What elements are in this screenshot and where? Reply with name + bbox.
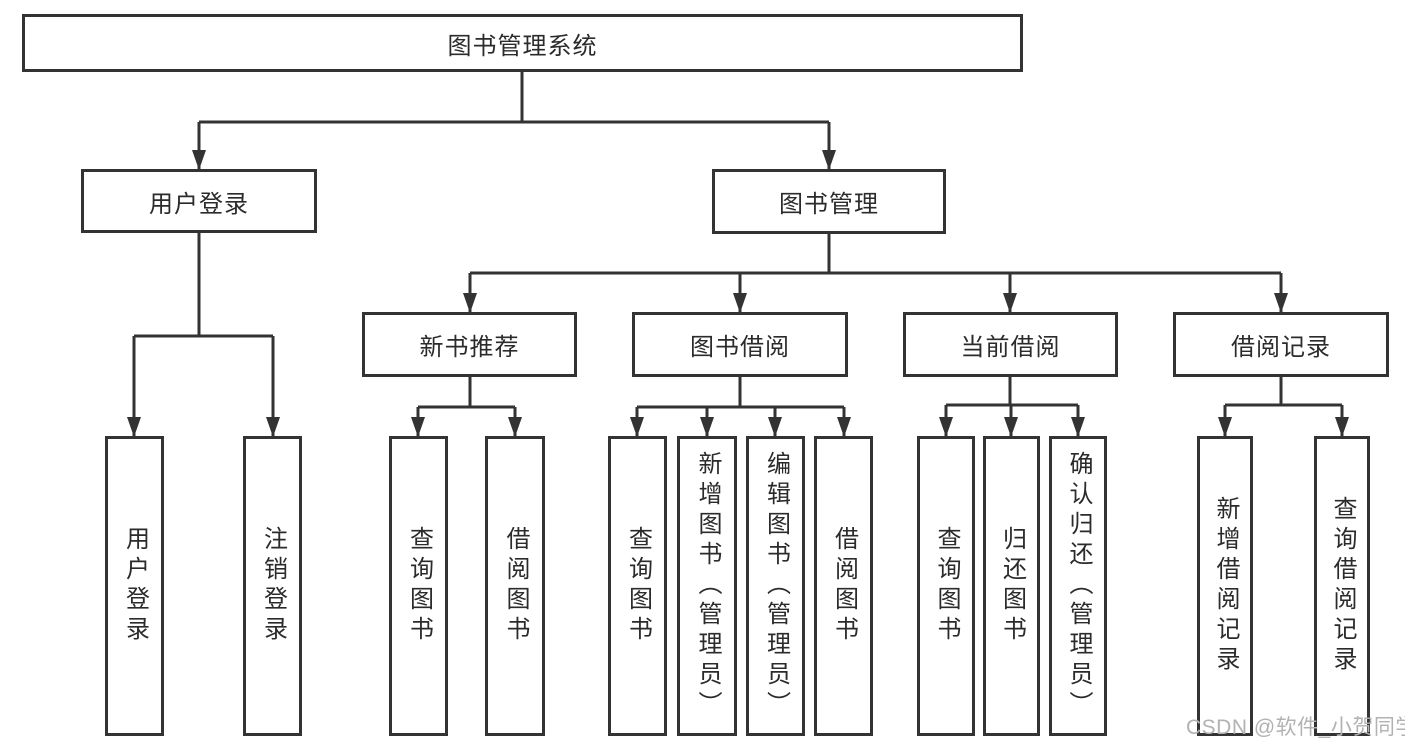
leaf-current-query-books: 查询图书 [917, 436, 975, 736]
leaf-current-return-books: 归还图书 [983, 436, 1040, 736]
node-current-borrow: 当前借阅 [903, 312, 1118, 377]
leaf-borrow-edit-books-admin: 编辑图书（管理员） [746, 436, 805, 736]
node-user-login: 用户登录 [81, 169, 317, 233]
leaf-current-confirm-return-admin: 确认归还（管理员） [1049, 436, 1107, 736]
leaf-record-query-borrow-record: 查询借阅记录 [1314, 436, 1370, 736]
leaf-newbook-query-books: 查询图书 [389, 436, 448, 736]
csdn-watermark: CSDN @软件_小贺同学 [1186, 716, 1405, 739]
leaf-newbook-borrow-books: 借阅图书 [485, 436, 545, 736]
leaf-borrow-borrow-books: 借阅图书 [814, 436, 873, 736]
node-book-borrow: 图书借阅 [632, 312, 848, 377]
node-new-book-recommend: 新书推荐 [362, 312, 577, 377]
node-root-system: 图书管理系统 [22, 14, 1023, 72]
leaf-record-add-borrow-record: 新增借阅记录 [1197, 436, 1253, 736]
leaf-borrow-add-books-admin: 新增图书（管理员） [677, 436, 737, 736]
leaf-user-login: 用户登录 [105, 436, 164, 736]
node-book-management: 图书管理 [712, 169, 946, 234]
connector-skeleton [134, 72, 1342, 409]
leaf-borrow-query-books: 查询图书 [608, 436, 667, 736]
leaf-logout: 注销登录 [243, 436, 302, 736]
node-borrow-record: 借阅记录 [1173, 312, 1389, 377]
